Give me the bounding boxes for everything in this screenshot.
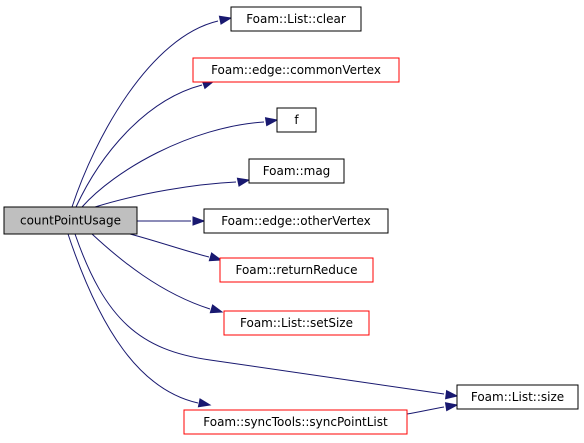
node-box [230,6,362,32]
arrow-head [236,177,251,187]
edge-syncPointList-to-size [406,402,459,415]
edge-root-to-clear [71,15,233,208]
edge-root-to-returnReduce [129,233,223,262]
node-label: f [294,113,299,127]
edge-root-to-setSize [91,233,224,314]
arrow-head [218,15,233,25]
node-box [276,107,317,133]
node-f[interactable]: f [276,107,317,133]
edge-line [81,121,265,208]
node-label: Foam::edge::otherVertex [221,214,371,228]
node-clear[interactable]: Foam::List::clear [230,6,362,32]
edge-line [91,233,211,310]
node-returnReduce[interactable]: Foam::returnReduce [219,257,374,283]
edge-line [74,233,445,395]
arrow-head [209,304,224,314]
node-setSize[interactable]: Foam::List::setSize [223,310,370,336]
arrow-head [445,389,459,400]
edge-line [406,406,445,415]
edge-line [94,181,237,208]
node-commonVertex[interactable]: Foam::edge::commonVertex [192,57,400,83]
node-box [248,158,345,184]
arrow-head [197,398,212,408]
node-label: Foam::List::size [471,390,564,404]
node-label: Foam::List::clear [246,12,346,26]
node-syncPointList[interactable]: Foam::syncTools::syncPointList [183,409,408,435]
arrow-head [264,117,279,127]
node-box [456,384,579,410]
node-size[interactable]: Foam::List::size [456,384,579,410]
arrow-head [444,402,459,412]
node-box [183,409,408,435]
node-box [219,257,374,283]
node-label: countPointUsage [20,214,121,228]
node-mag[interactable]: Foam::mag [248,158,345,184]
node-box [203,208,389,234]
node-label: Foam::List::setSize [240,316,353,330]
edge-line [71,20,219,208]
edges-layer [67,15,459,415]
node-box [192,57,400,83]
node-box [3,206,138,235]
edge-root-to-size [74,233,459,400]
edge-line [75,84,203,208]
nodes-layer: countPointUsage Foam::List::clearFoam::ed… [3,6,579,435]
node-label: Foam::edge::commonVertex [211,63,381,77]
edge-root-to-commonVertex [75,80,216,208]
arrow-head [192,216,206,226]
edge-line [129,233,210,258]
root-node: countPointUsage [3,206,138,235]
node-label: Foam::returnReduce [235,263,357,277]
node-label: Foam::syncTools::syncPointList [203,415,388,429]
edge-root-to-otherVertex [137,216,206,226]
edge-root-to-mag [94,177,251,208]
node-otherVertex[interactable]: Foam::edge::otherVertex [203,208,389,234]
arrow-head [208,252,223,262]
node-label: Foam::mag [263,164,331,178]
edge-line [67,233,199,404]
edge-root-to-syncPointList [67,233,212,408]
edge-root-to-f [81,117,279,208]
node-box [223,310,370,336]
